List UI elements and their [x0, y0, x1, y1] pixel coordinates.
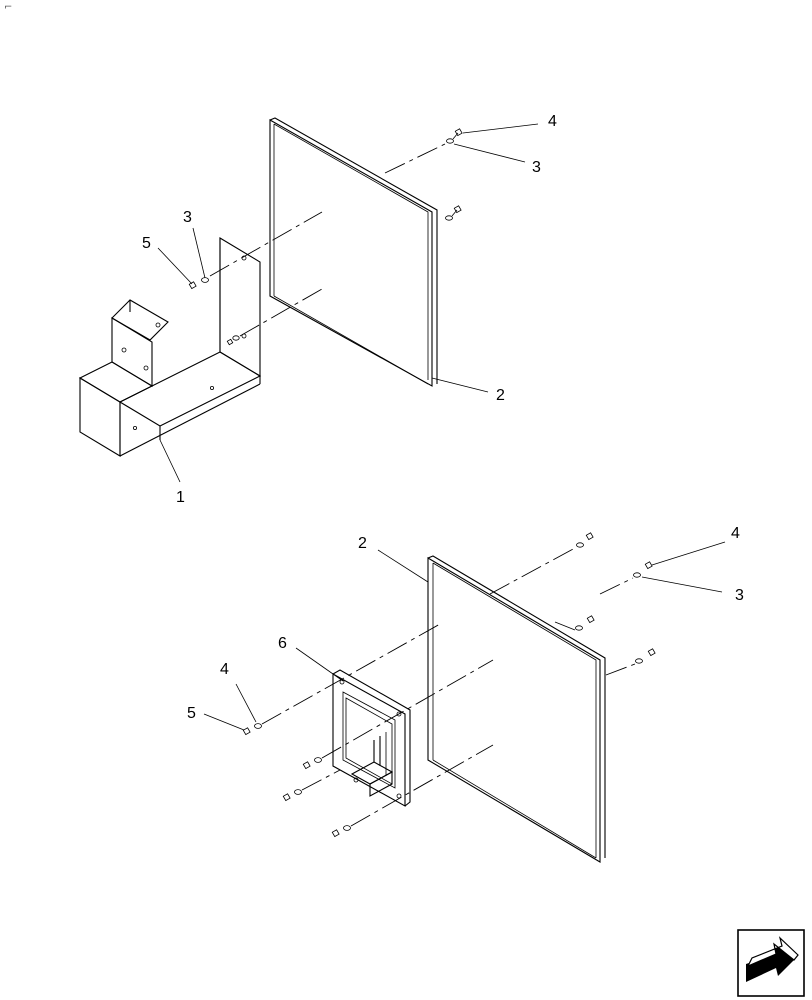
callout-3-top-left: 3 — [183, 209, 192, 226]
bracket-part-1 — [78, 237, 262, 457]
hardware-top — [188, 128, 463, 346]
centerlines-bottom — [261, 547, 636, 827]
callout-4-bottom-left: 4 — [220, 661, 229, 678]
callout-2-bottom: 2 — [358, 535, 367, 552]
callout-4-bottom: 4 — [731, 525, 740, 542]
next-page-arrow-icon[interactable] — [737, 929, 805, 997]
callout-5-bottom: 5 — [187, 705, 196, 722]
callout-5-top: 5 — [142, 235, 151, 252]
callout-3-top: 3 — [532, 159, 541, 176]
leaders-bottom — [203, 541, 726, 731]
callout-2-top: 2 — [496, 387, 505, 404]
leaders-top — [157, 123, 539, 483]
corner-mark: ⌐ — [4, 2, 13, 13]
callout-1-top: 1 — [176, 489, 185, 506]
panel-top — [269, 117, 438, 387]
bracket-part-6 — [332, 669, 411, 807]
callout-6-bottom: 6 — [278, 635, 287, 652]
centerlines-top — [209, 143, 446, 337]
hardware-bottom — [242, 532, 656, 838]
panel-bottom — [427, 555, 606, 863]
callout-4-top: 4 — [548, 113, 557, 130]
callout-3-bottom: 3 — [735, 587, 744, 604]
